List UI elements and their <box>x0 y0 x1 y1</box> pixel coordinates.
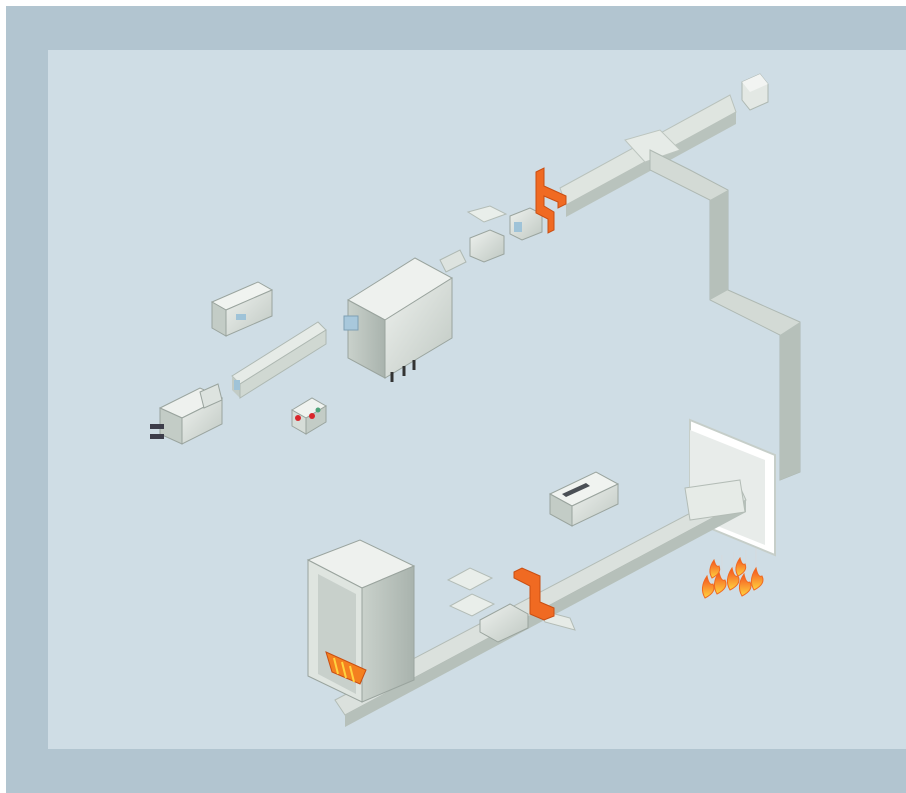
fire-barrier-upper <box>535 167 567 234</box>
tap-off-box-small <box>210 281 274 337</box>
socket-icon <box>309 413 315 419</box>
joint-pack-lower <box>446 567 529 643</box>
flame-icon <box>701 574 715 599</box>
end-cap <box>741 73 769 111</box>
flame-icon <box>709 558 721 579</box>
heater-coil-icon <box>325 651 367 685</box>
joint-pack <box>466 205 543 263</box>
flame-icon <box>735 556 747 577</box>
plug-in-socket <box>291 397 327 435</box>
busway-straight-left <box>231 321 327 399</box>
flame-icon <box>713 570 727 595</box>
flame-icon <box>726 566 740 591</box>
flames <box>701 548 764 599</box>
fire-barrier-lower <box>513 567 555 621</box>
distribution-cabinet <box>343 249 467 382</box>
vertical-riser <box>649 149 801 481</box>
heater-element <box>325 651 367 685</box>
flame-icon <box>738 572 752 597</box>
socket-icon <box>295 415 301 421</box>
switchboard-connector <box>150 383 224 445</box>
tap-off-box-lower <box>548 471 620 527</box>
flame-icon <box>750 566 764 591</box>
